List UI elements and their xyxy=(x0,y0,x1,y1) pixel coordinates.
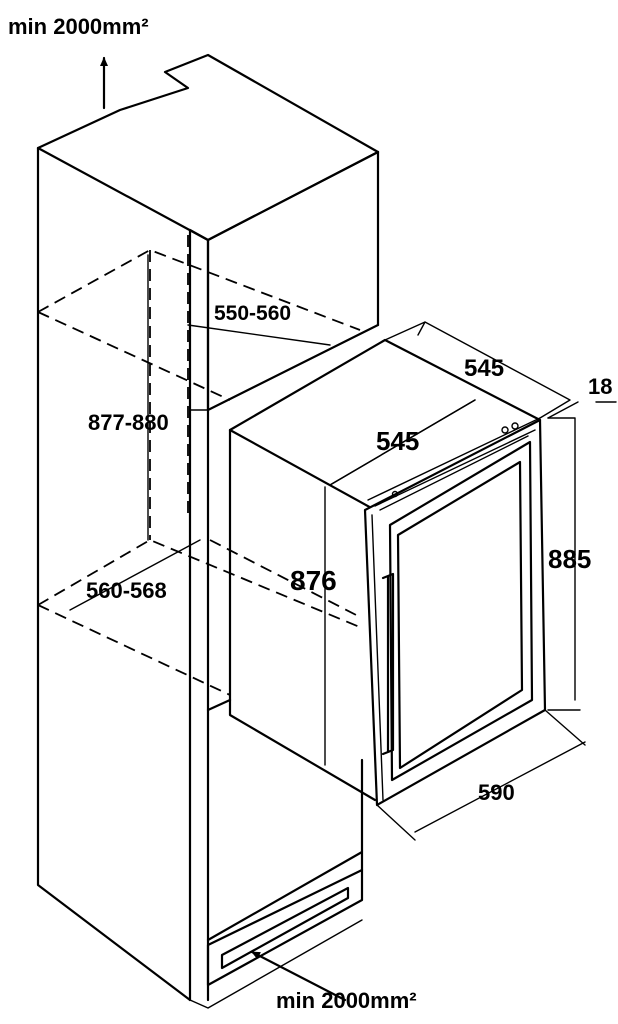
niche-outline xyxy=(37,235,363,696)
depth-top-line xyxy=(384,321,571,419)
height-body-label: 876 xyxy=(290,565,337,596)
depth-inner-line xyxy=(329,399,476,486)
niche-width-line xyxy=(69,539,201,611)
width-line xyxy=(376,709,586,841)
plinth-vent xyxy=(206,868,364,987)
door-thickness-line xyxy=(547,401,617,419)
dimension-lines xyxy=(69,56,617,1002)
control-button-icon xyxy=(511,422,519,430)
height-total-line xyxy=(547,417,581,711)
control-button-icon xyxy=(391,490,399,498)
width-label: 590 xyxy=(478,780,515,805)
bottom-vent-label: min 2000mm² xyxy=(276,988,417,1013)
niche-depth-label: 550-560 xyxy=(214,302,291,325)
niche-depth-line xyxy=(187,324,331,346)
upper-door-panel xyxy=(206,150,380,412)
control-panel xyxy=(367,417,541,511)
lower-door-panel xyxy=(206,698,364,942)
cabinet-top-face xyxy=(36,53,380,242)
door-handle xyxy=(381,572,395,756)
control-button-icon xyxy=(501,426,509,434)
depth-top-label: 545 xyxy=(464,355,504,382)
door-frame-inner xyxy=(388,440,534,782)
door-glass xyxy=(396,460,524,770)
cabinet-front-panel xyxy=(188,228,210,1002)
appliance-side xyxy=(228,428,377,802)
tall-cabinet xyxy=(36,53,380,1009)
niche-width-label: 560-568 xyxy=(86,578,167,603)
depth-inner-label: 545 xyxy=(376,426,419,456)
door-thickness-label: 18 xyxy=(588,374,612,399)
height-total-label: 885 xyxy=(548,544,591,574)
door-edge xyxy=(364,509,384,806)
cabinet-base xyxy=(189,919,363,1009)
cabinet-left-edge xyxy=(36,146,192,1002)
niche-height-label: 877-880 xyxy=(88,410,169,435)
wine-cooler xyxy=(228,338,547,807)
bottom-vent-arrow xyxy=(250,950,347,1002)
top-vent-label: min 2000mm² xyxy=(8,14,149,39)
